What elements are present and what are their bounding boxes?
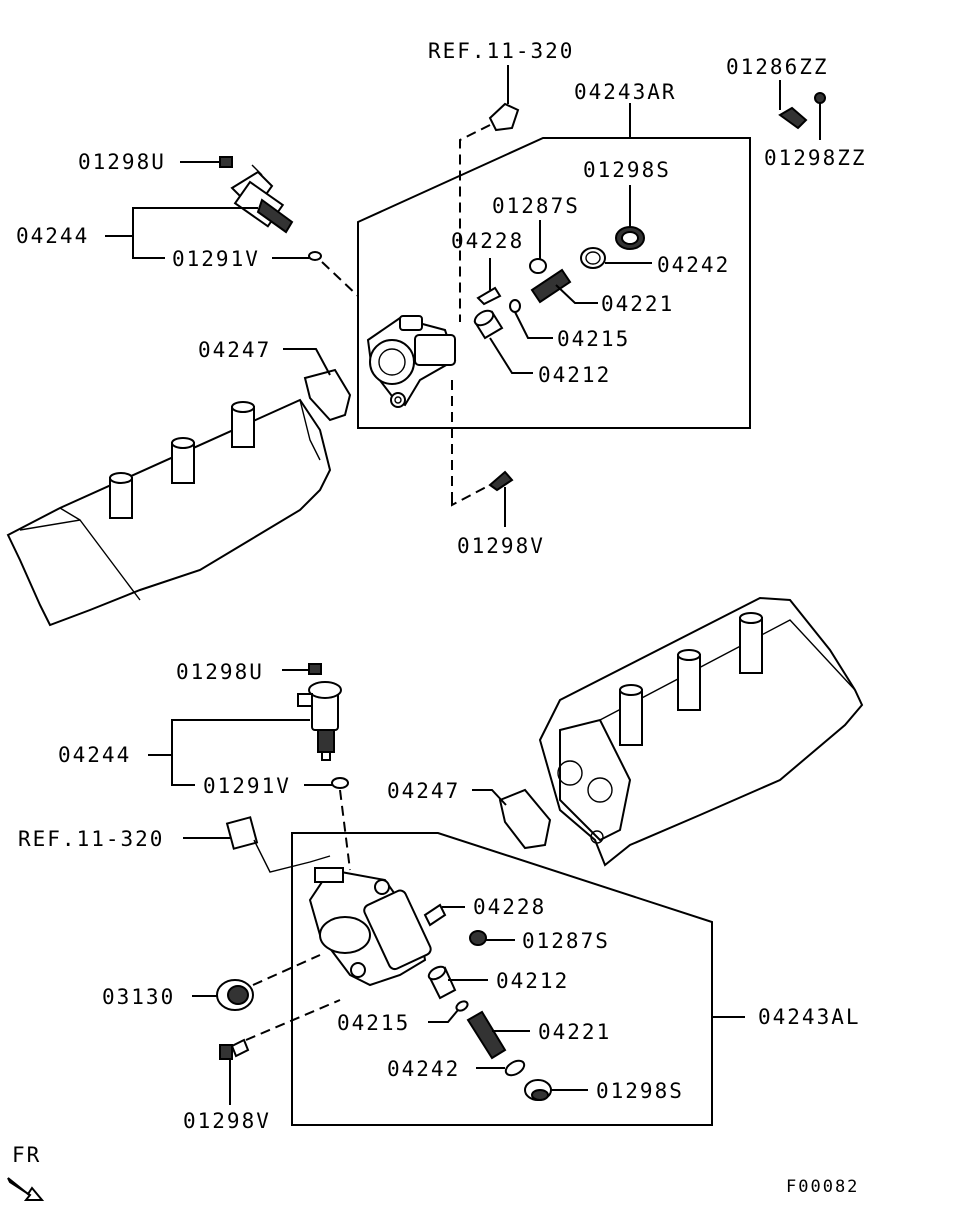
upper-bottom-bolt [451, 470, 514, 527]
upper-small-bolt [476, 258, 502, 306]
upper-bolt-a-label: 01286ZZ [726, 55, 829, 79]
upper-section [6, 65, 826, 627]
figure-code: F00082 [786, 1177, 859, 1197]
lower-gasket-label: 04247 [387, 779, 460, 803]
upper-valve [473, 309, 533, 374]
upper-valve-label: 04212 [538, 363, 611, 387]
lower-bottom-bolt [219, 999, 341, 1105]
lower-solenoid-oring [331, 777, 349, 789]
lower-gasket-leader [472, 789, 507, 806]
upper-solenoid-bolt [180, 156, 233, 168]
lower-solenoid [297, 681, 342, 761]
lower-plug-label: 01298S [596, 1079, 684, 1103]
lower-small-oring-label: 04215 [337, 1011, 410, 1035]
lower-labels: 01298U 04244 01291V 04247 REF.11-320 042… [18, 660, 861, 1133]
upper-plug-label: 01298S [583, 158, 671, 182]
direction-arrow-icon [7, 1177, 45, 1201]
upper-small-bolt-label: 04228 [451, 229, 524, 253]
upper-solenoid-label: 04244 [16, 224, 89, 248]
lower-seal [192, 954, 321, 1011]
lower-bottom-bolt-label: 01298V [183, 1109, 271, 1133]
upper-solenoid-oring [308, 251, 322, 261]
upper-ref-label: REF.11-320 [428, 39, 574, 63]
lower-filter [469, 930, 515, 946]
lower-cylinder-head [538, 596, 864, 867]
footer: FR F00082 [7, 1143, 859, 1201]
upper-solenoid-bolt-label: 01298U [78, 150, 166, 174]
upper-top-right-bolts [778, 80, 826, 140]
lower-solenoid-label: 04244 [58, 743, 131, 767]
upper-spring [530, 268, 598, 304]
lower-small-bolt [423, 903, 465, 927]
lower-ref-sensor [183, 816, 331, 873]
lower-solenoid-bracket-a [171, 719, 310, 755]
lower-assembly-label: 04243AL [758, 1005, 861, 1029]
lower-solenoid-bolt-label: 01298U [176, 660, 264, 684]
lower-ref-label: REF.11-320 [18, 827, 164, 851]
upper-gasket [303, 368, 352, 422]
lower-seal-label: 03130 [102, 985, 175, 1009]
lower-valve-label: 04212 [496, 969, 569, 993]
upper-gasket-leader [283, 348, 331, 376]
lower-small-bolt-label: 04228 [473, 895, 546, 919]
lower-solenoid-bracket-b [171, 755, 195, 786]
lower-solenoid-bolt [282, 663, 322, 675]
upper-bottom-bolt-label: 01298V [457, 534, 545, 558]
lower-small-oring [428, 1000, 469, 1023]
upper-solenoid [230, 164, 294, 234]
upper-solenoid-oring-label: 01291V [172, 247, 260, 271]
upper-oring [580, 247, 652, 269]
lower-housing [308, 867, 432, 987]
upper-cylinder-head [6, 398, 332, 627]
upper-assembly-box [357, 137, 751, 429]
upper-spring-label: 04221 [601, 292, 674, 316]
lower-solenoid-oring-label: 01291V [203, 774, 291, 798]
lower-valve [427, 965, 488, 1000]
upper-solenoid-bracket-b [132, 236, 165, 259]
lower-spring [466, 1010, 530, 1060]
lower-oring-label: 04242 [387, 1057, 460, 1081]
upper-labels: REF.11-320 04243AR 01286ZZ 01298ZZ 01298… [16, 39, 867, 558]
lower-plug [524, 1079, 588, 1101]
upper-plug [615, 185, 645, 250]
upper-bolt-b-label: 01298ZZ [764, 146, 867, 170]
lower-oring [476, 1059, 526, 1077]
upper-oring-label: 04242 [657, 253, 730, 277]
upper-small-oring [509, 299, 553, 339]
upper-housing [366, 315, 457, 408]
lower-gasket [498, 788, 552, 850]
upper-gasket-label: 04247 [198, 338, 271, 362]
upper-filter [529, 220, 547, 274]
upper-filter-label: 01287S [492, 194, 580, 218]
upper-solenoid-bracket-a [132, 207, 258, 236]
upper-small-oring-label: 04215 [557, 327, 630, 351]
upper-ref-sensor [459, 65, 520, 322]
lower-assembly-box [291, 832, 713, 1126]
lower-section [148, 596, 864, 1126]
lower-filter-label: 01287S [522, 929, 610, 953]
upper-assembly-label: 04243AR [574, 80, 677, 104]
lower-spring-label: 04221 [538, 1020, 611, 1044]
direction-label: FR [12, 1143, 41, 1167]
